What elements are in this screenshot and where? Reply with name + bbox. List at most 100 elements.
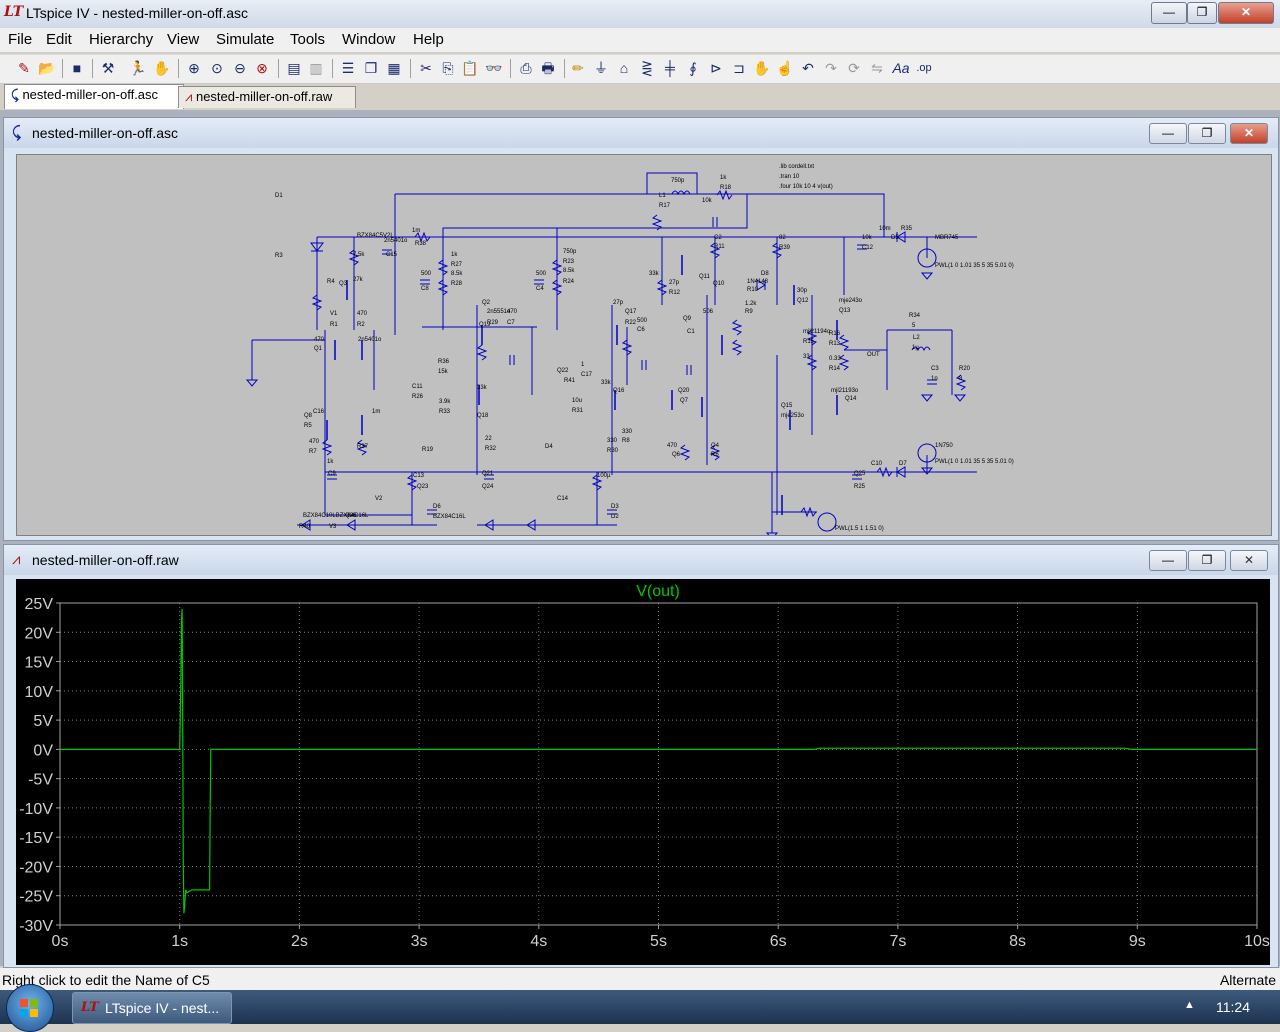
component-label[interactable]: 1N750 (935, 443, 953, 449)
component-label[interactable]: C8 (421, 286, 429, 292)
component-label[interactable]: MBR745 (935, 235, 959, 241)
component-label[interactable]: R26 (412, 394, 424, 400)
component-label[interactable]: Q16 (613, 388, 625, 394)
component-label[interactable]: C16 (313, 409, 325, 415)
label-icon[interactable]: ⌂ (619, 60, 629, 76)
component-label[interactable]: 470 (309, 439, 320, 445)
trace-label[interactable]: V(out) (636, 583, 680, 600)
component-label[interactable]: 470 (357, 311, 368, 317)
menu-window[interactable]: Window (342, 31, 396, 48)
component-label[interactable]: 470 (507, 309, 518, 315)
component-label[interactable]: 1N4148 (747, 279, 769, 285)
component-label[interactable]: 750p (563, 249, 577, 255)
component-label[interactable]: R10 (747, 287, 759, 293)
component-label[interactable]: R31 (572, 408, 584, 414)
component-label[interactable]: Q23 (417, 484, 429, 490)
component-label[interactable]: R36 (438, 359, 450, 365)
component-label[interactable]: 750p (671, 178, 685, 184)
component-label[interactable]: 27p (613, 300, 624, 306)
component-label[interactable]: 30p (797, 288, 808, 294)
component-label[interactable]: Q20 (678, 388, 690, 394)
component-label[interactable]: R14 (829, 366, 841, 372)
pan-icon[interactable]: ✋ (153, 60, 171, 76)
component-label[interactable]: L2 (913, 335, 920, 341)
component-label[interactable]: R37 (357, 444, 369, 450)
drag-icon[interactable]: ☝ (776, 60, 794, 76)
component-label[interactable]: C2 (714, 235, 722, 241)
cascade-icon[interactable]: ❐ (364, 60, 378, 76)
component-label[interactable]: C1 (687, 329, 695, 335)
component-label[interactable]: C4 (536, 286, 544, 292)
component-label[interactable]: C17 (581, 372, 593, 378)
component-label[interactable]: D7 (899, 461, 907, 467)
component-label[interactable]: Q24 (482, 484, 494, 490)
component-label[interactable]: Q12 (797, 298, 809, 304)
component-label[interactable]: L1 (659, 193, 666, 199)
component-label[interactable]: R39 (779, 245, 791, 251)
component-label[interactable]: V3 (329, 524, 337, 530)
component-label[interactable]: C6 (637, 327, 645, 333)
new-schematic-icon[interactable]: ✎ (18, 60, 30, 76)
component-label[interactable]: R41 (564, 378, 576, 384)
component-label[interactable]: R22 (625, 320, 637, 326)
component-label[interactable]: Q15 (781, 403, 793, 409)
resistor-icon[interactable]: ⋛ (641, 60, 653, 76)
paste-icon[interactable]: 📋 (461, 60, 479, 76)
component-label[interactable]: R11 (714, 244, 725, 250)
component-label[interactable]: 10k (702, 198, 713, 204)
taskbar-ltspice-button[interactable]: LT LTspice IV - nest... (72, 992, 232, 1024)
component-label[interactable]: C9 (328, 471, 336, 477)
schematic-minimize-button[interactable]: — (1149, 123, 1187, 144)
component-label[interactable]: 500 (536, 271, 547, 277)
redo-icon[interactable]: ↷ (825, 60, 837, 76)
component-label[interactable]: R24 (563, 279, 575, 285)
tab-schematic[interactable]: ⤹ nested-miller-on-off.asc (4, 84, 184, 109)
component-label[interactable]: 15k (438, 369, 449, 375)
menu-help[interactable]: Help (413, 31, 444, 48)
copy-icon[interactable]: ⎘ (442, 60, 454, 76)
component-label[interactable]: Q11 (699, 274, 711, 280)
component-label[interactable]: R9 (745, 309, 753, 315)
component-label[interactable]: Q10 (713, 281, 725, 287)
component-label[interactable]: R40 (299, 524, 311, 530)
component-label[interactable]: 506 (703, 309, 714, 315)
clock[interactable]: 11:24 (1216, 999, 1250, 1015)
component-label[interactable]: D4 (545, 444, 553, 450)
minimize-button[interactable]: — (1151, 2, 1187, 24)
tile-horizontal-icon[interactable]: ☰ (341, 60, 355, 76)
component-label[interactable]: 33k (477, 385, 488, 391)
component-label[interactable]: 1m (372, 409, 380, 415)
autoscale-icon[interactable]: ▤ (287, 60, 301, 76)
component-label[interactable]: mjl21193o (831, 388, 859, 394)
component-label[interactable]: R18 (720, 185, 732, 191)
component-label[interactable]: R17 (659, 203, 671, 209)
component-label[interactable]: R3 (275, 253, 283, 259)
control-panel-icon[interactable]: ⚒ (101, 60, 115, 76)
menu-view[interactable]: View (167, 31, 200, 48)
component-label[interactable]: OUT (867, 352, 880, 358)
capacitor-icon[interactable]: ╪ (665, 60, 675, 76)
component-label[interactable]: 1 (581, 362, 585, 368)
waveform-minimize-button[interactable]: — (1149, 550, 1187, 571)
component-label[interactable]: Q1 (314, 346, 323, 352)
component-label[interactable]: R15 (803, 339, 815, 345)
component-label[interactable]: R28 (451, 281, 463, 287)
component-label[interactable]: Q6 (672, 452, 681, 458)
component-label[interactable]: Q17 (625, 309, 637, 315)
inductor-icon[interactable]: ∮ (689, 60, 697, 76)
move-icon[interactable]: ✋ (753, 60, 771, 76)
component-label[interactable]: 10m (879, 226, 891, 232)
component-label[interactable]: 1n (931, 376, 938, 382)
component-label[interactable]: 100µ (597, 473, 611, 479)
component-label[interactable]: Q2 (482, 300, 491, 306)
component-label[interactable]: Q13 (839, 308, 851, 314)
component-label[interactable]: R1 (330, 322, 338, 328)
component-label[interactable]: Q3 (339, 281, 348, 287)
component-label[interactable]: 2n5551o (487, 309, 511, 315)
schematic-close-button[interactable]: ✕ (1230, 123, 1268, 144)
component-label[interactable]: 1k (327, 459, 334, 465)
schematic-canvas[interactable]: .lib cordell.txt .tran 10 .four 10k 10 4… (16, 154, 1272, 536)
save-icon[interactable]: ■ (72, 60, 82, 76)
restore-button[interactable]: ❐ (1187, 2, 1217, 24)
